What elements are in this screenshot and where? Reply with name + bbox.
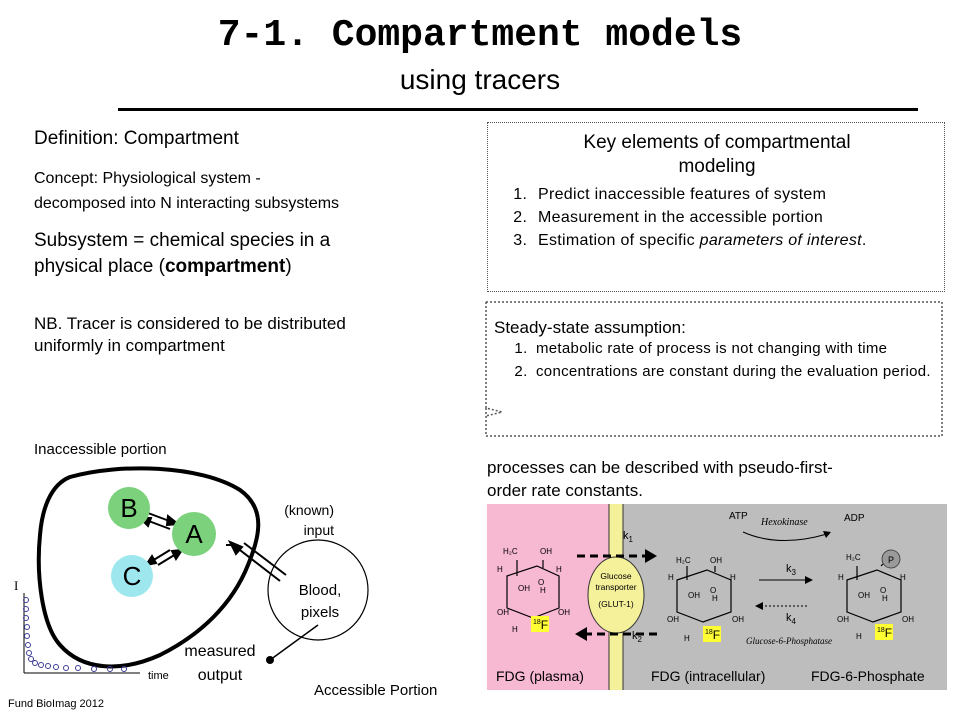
compartment-c: C	[111, 555, 153, 597]
atom-label: H	[668, 573, 674, 582]
atom-label: H₂C	[503, 547, 518, 556]
key-element-item: Estimation of specific parameters of int…	[532, 229, 938, 252]
key-elements-list: Predict inaccessible features of system …	[496, 183, 938, 252]
atom-label: H₂C	[676, 556, 691, 565]
atom-label: H	[497, 565, 503, 574]
atom-label: H	[684, 634, 690, 643]
key-elements-box: Key elements of compartmental modeling P…	[487, 122, 945, 292]
atom-label: OH	[732, 615, 744, 624]
measured-output-label: measured output	[184, 643, 256, 684]
fdg-ring-plasma	[506, 565, 560, 619]
footer-text: Fund BioImag 2012	[8, 698, 105, 710]
atom-label: H	[556, 565, 562, 574]
accessible-portion-label: Accessible Portion	[314, 682, 438, 699]
f18-text-plasma: 18F	[533, 618, 549, 632]
f18-label-plasma	[531, 616, 549, 632]
title-divider	[118, 108, 918, 111]
phosphate-group	[881, 549, 901, 569]
atom-label: OH	[688, 591, 700, 600]
plot-y-axis-label: I	[14, 578, 19, 593]
atom-label: H₂C	[846, 553, 861, 562]
a-blood-arrows	[226, 540, 287, 582]
nb-text: NB. Tracer is considered to be distribut…	[34, 314, 346, 355]
blood-label: Blood, pixels	[298, 582, 342, 621]
definition-text: Definition: Compartment	[34, 128, 239, 149]
subsystem-text: Subsystem = chemical species in a physic…	[34, 230, 331, 277]
f18-label-intracellular	[703, 626, 721, 642]
processes-text: processes can be described with pseudo-f…	[487, 458, 833, 500]
atom-label: H	[540, 586, 546, 595]
atom-label: OH	[902, 615, 914, 624]
steady-state-item: metabolic rate of process is not changin…	[532, 341, 942, 357]
steady-state-title: Steady-state assumption:	[494, 318, 686, 337]
transporter-label: Glucose transporter (GLUT-1)	[595, 571, 637, 609]
concept-text: Concept: Physiological system - decompos…	[34, 170, 340, 212]
f18-text-intracellular: 18F	[705, 628, 721, 642]
atom-label: OH	[858, 591, 870, 600]
fdg-figure	[487, 504, 947, 690]
label-fdg-plasma: FDG (plasma)	[496, 668, 584, 684]
key-element-item: Predict inaccessible features of system	[532, 183, 938, 206]
compartment-a: A	[172, 512, 216, 556]
atom-label: OH	[837, 615, 849, 624]
k2-label: k2	[632, 630, 642, 645]
blood-circle	[267, 539, 369, 641]
fdg6p-ring	[846, 569, 902, 623]
steady-state-border	[485, 301, 943, 437]
atom-label: OH	[667, 615, 679, 624]
atom-label: H	[512, 625, 518, 634]
atom-label: H	[856, 632, 862, 641]
k4-label: k4	[786, 612, 796, 627]
transport-arrows	[577, 554, 657, 636]
atom-label: O	[538, 578, 545, 587]
atom-label: O	[880, 586, 887, 595]
atom-label: OH	[710, 556, 722, 565]
inaccessible-region	[36, 466, 261, 669]
page-subtitle: using tracers	[399, 64, 561, 95]
k3-label: k3	[786, 563, 796, 578]
steady-state-box: Steady-state assumption: metabolic rate …	[494, 318, 942, 387]
fdg-ring-intracellular	[676, 569, 732, 623]
intracellular-region	[623, 504, 947, 690]
atom-label: OH	[497, 608, 509, 617]
steady-state-item: concentrations are constant during the e…	[532, 364, 942, 380]
g6p-label: Glucose-6-Phosphatase	[746, 636, 832, 646]
key-element-item: Measurement in the accessible portion	[532, 206, 938, 229]
a-c-arrows	[143, 548, 185, 567]
atp-label: ATP	[729, 511, 748, 522]
inaccessible-label: Inaccessible portion	[34, 441, 167, 458]
label-fdg-6-phosphate: FDG-6-Phosphate	[811, 668, 925, 684]
atom-label: H	[882, 594, 888, 603]
adp-label: ADP	[844, 513, 865, 524]
atom-label: OH	[518, 584, 530, 593]
atom-label: H	[730, 573, 736, 582]
f18-label-6p	[875, 624, 893, 640]
key-elements-title: Key elements of compartmental modeling	[583, 132, 851, 177]
k1-label: k1	[623, 530, 633, 545]
measured-output-dot	[266, 656, 274, 664]
f18-text-6p: 18F	[877, 626, 893, 640]
page-title: 7-1. Compartment models	[217, 14, 743, 57]
known-input-label: (known) input	[284, 502, 334, 538]
plot-x-axis-label: time	[148, 670, 169, 682]
compartment-b: B	[108, 487, 150, 529]
atom-label: OH	[540, 547, 552, 556]
hexokinase-label: Hexokinase	[761, 517, 808, 528]
steady-state-list: metabolic rate of process is not changin…	[494, 341, 942, 380]
decay-data-points	[23, 597, 127, 672]
b-a-arrows	[137, 512, 181, 530]
label-fdg-intracellular: FDG (intracellular)	[651, 668, 766, 684]
atom-label: O	[710, 586, 717, 595]
atom-label: OH	[558, 608, 570, 617]
atom-label: H	[900, 573, 906, 582]
atom-label: H	[838, 573, 844, 582]
phosphate-label: P	[888, 555, 895, 565]
atom-label: H	[712, 594, 718, 603]
